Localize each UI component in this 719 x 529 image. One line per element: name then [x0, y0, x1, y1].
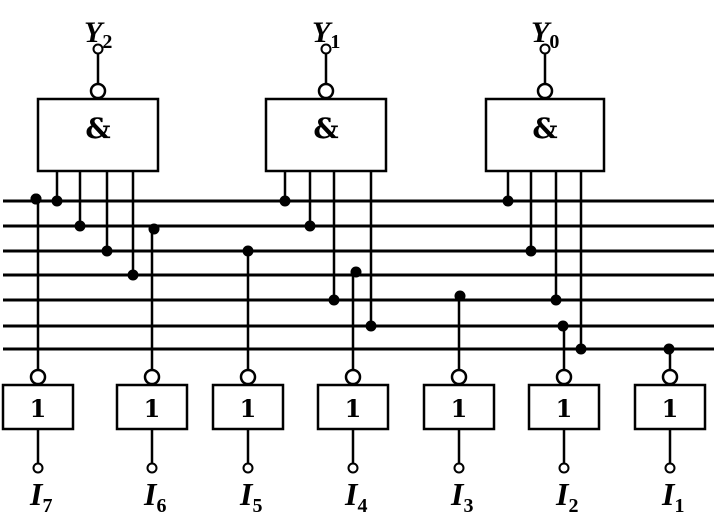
not-gate-i6: 1I6: [115, 368, 189, 517]
input-label-i4: I4: [344, 476, 367, 517]
input-label-i6: I6: [143, 476, 166, 517]
junction-dot: [304, 220, 316, 232]
not-gate-i4: 1I4: [316, 368, 390, 517]
not-gate-i7: 1I7: [1, 368, 75, 517]
nand-symbol: &: [532, 112, 557, 145]
junction-dot: [525, 245, 537, 257]
output-label-y1: Y1: [312, 16, 340, 53]
input-label-i1: I1: [661, 476, 684, 517]
junction-dot: [350, 266, 362, 278]
junction-dot: [242, 245, 254, 257]
junction-dot: [328, 294, 340, 306]
junction-dots: [30, 193, 675, 355]
junction-dot: [550, 294, 562, 306]
junction-dot: [51, 195, 63, 207]
output-label-y0: Y0: [531, 16, 559, 53]
not-symbol: 1: [556, 394, 573, 423]
junction-dot: [502, 195, 514, 207]
nand-symbol: &: [85, 112, 110, 145]
input-label-i7: I7: [29, 476, 52, 517]
not-gate-i5: 1I5: [211, 368, 285, 517]
not-gate-i3: 1I3: [422, 368, 496, 517]
not-symbol: 1: [662, 394, 679, 423]
junction-dot: [74, 220, 86, 232]
input-label-i2: I2: [555, 476, 578, 517]
input-label-i5: I5: [239, 476, 262, 517]
input-label-i3: I3: [450, 476, 473, 517]
junction-dot: [30, 193, 42, 205]
not-symbol: 1: [30, 394, 47, 423]
nand-gate-y1: & Y1: [264, 16, 388, 173]
junction-dot: [148, 223, 160, 235]
junction-dot: [279, 195, 291, 207]
nand-gate-y2: & Y2: [36, 16, 160, 173]
not-symbol: 1: [144, 394, 161, 423]
not-gate-i2: 1I2: [527, 368, 601, 517]
not-symbol: 1: [451, 394, 468, 423]
not-symbol: 1: [345, 394, 362, 423]
junction-dot: [557, 320, 569, 332]
nand-symbol: &: [313, 112, 338, 145]
junction-dot: [365, 320, 377, 332]
not-gate-i1: 1I1: [633, 368, 707, 517]
junction-dot: [454, 290, 466, 302]
bus-lines: [3, 199, 714, 351]
junction-dot: [575, 343, 587, 355]
not-symbol: 1: [240, 394, 257, 423]
junction-dot: [127, 269, 139, 281]
output-label-y2: Y2: [84, 16, 112, 53]
nand-gate-y0: & Y0: [484, 16, 606, 173]
junction-dot: [663, 343, 675, 355]
junction-dot: [101, 245, 113, 257]
